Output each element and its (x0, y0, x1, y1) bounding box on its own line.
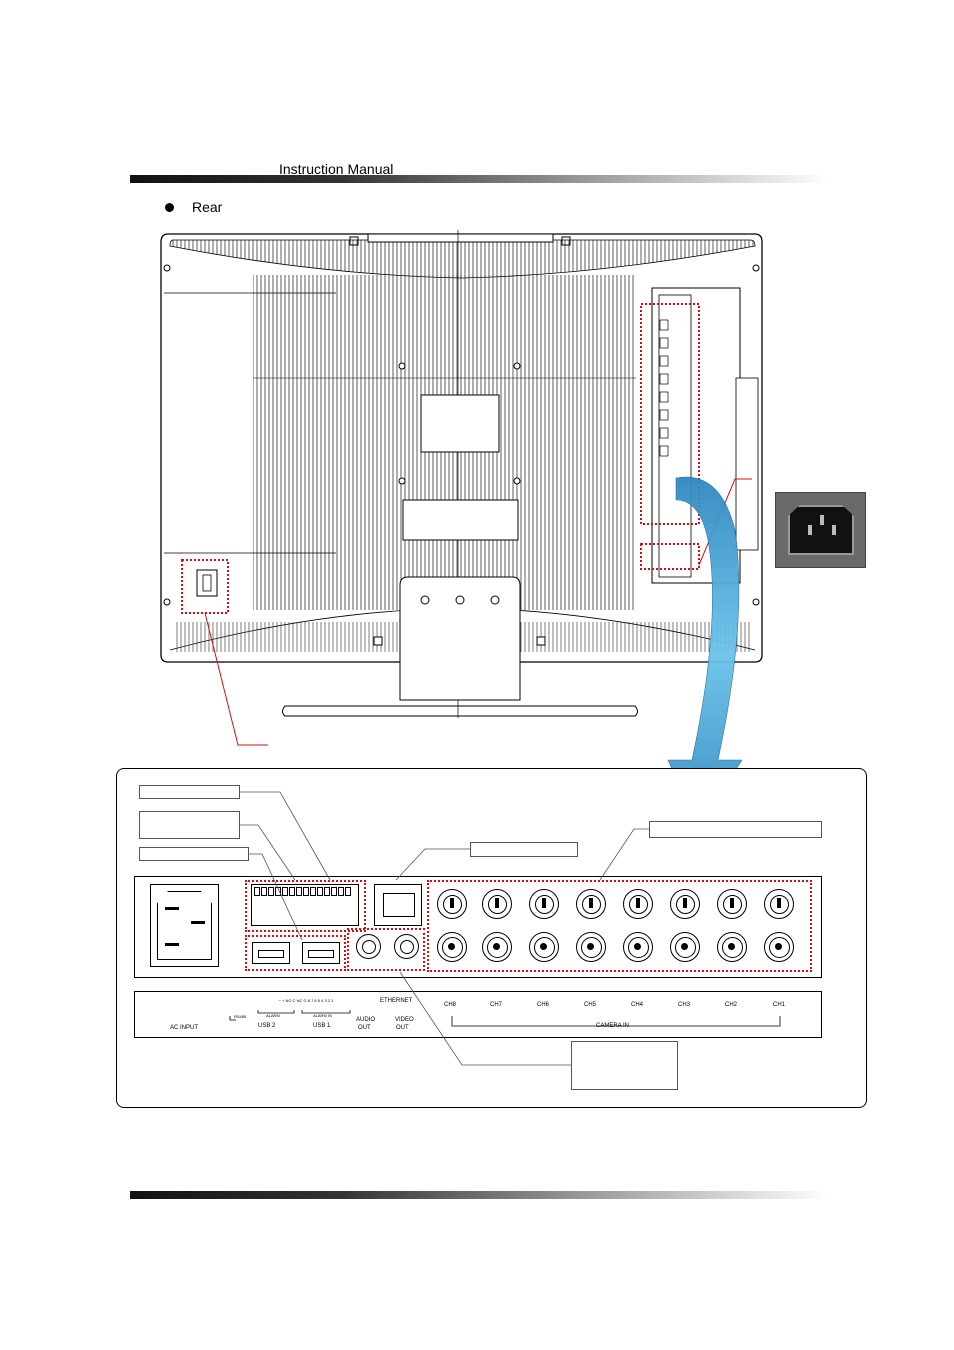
bullet-icon (165, 203, 174, 212)
callout-box-audio-video (571, 1041, 678, 1090)
alarm-in-label: ALARM IN (313, 1013, 332, 1018)
svideo-ch1[interactable] (764, 889, 794, 919)
usb1-port[interactable] (302, 942, 340, 964)
ch4-label: CH4 (631, 1002, 644, 1008)
bnc-ch1[interactable] (764, 932, 794, 962)
ch5-label: CH5 (584, 1002, 597, 1008)
callout-box-rs485 (139, 811, 240, 839)
audio-out-label-1: AUDIO (356, 1017, 376, 1023)
bnc-ch8[interactable] (437, 932, 467, 962)
svideo-ch4[interactable] (623, 889, 653, 919)
usb1-label: USB 1 (313, 1023, 331, 1029)
callout-box-usb (139, 847, 249, 861)
video-out-label-1: VIDEO (395, 1017, 414, 1023)
header-rule (130, 175, 830, 183)
ethernet-label: ETHERNET (380, 998, 413, 1004)
alarm-rs485-callout (245, 880, 366, 932)
label-strip (134, 991, 822, 1038)
bnc-ch2[interactable] (717, 932, 747, 962)
ch1-label: CH1 (773, 1002, 786, 1008)
bnc-ch3[interactable] (670, 932, 700, 962)
usb2-label: USB 2 (258, 1023, 276, 1029)
alarm-terminal-block[interactable] (251, 884, 359, 926)
section-heading: Rear (192, 199, 223, 215)
manual-title: Instruction Manual (279, 161, 394, 177)
ac-input-socket[interactable] (150, 884, 219, 967)
footer-rule (130, 1191, 830, 1199)
ch8-label: CH8 (444, 1002, 457, 1008)
video-out-jack[interactable] (394, 934, 419, 959)
callout-box-camera-in (649, 821, 822, 838)
audio-video-out-callout (347, 928, 425, 971)
callout-box-ethernet (470, 842, 578, 857)
svideo-ch8[interactable] (437, 889, 467, 919)
ch2-label: CH2 (725, 1002, 738, 1008)
alarm-label: ALARM (266, 1013, 280, 1018)
ac-input-label: AC INPUT (170, 1025, 199, 1031)
connector-strip (134, 876, 822, 978)
callout-box-alarm (139, 785, 240, 799)
audio-out-jack[interactable] (356, 934, 381, 959)
camera-in-callout (427, 880, 812, 972)
ch7-label: CH7 (490, 1002, 503, 1008)
rs485-label: RS485 (234, 1014, 247, 1019)
bnc-ch6[interactable] (529, 932, 559, 962)
ethernet-port[interactable] (374, 884, 422, 926)
video-out-label-2: OUT (396, 1025, 409, 1031)
svideo-ch2[interactable] (717, 889, 747, 919)
ac-inlet-photo (775, 492, 866, 568)
svideo-ch7[interactable] (482, 889, 512, 919)
svideo-ch3[interactable] (670, 889, 700, 919)
svideo-ch5[interactable] (576, 889, 606, 919)
usb2-port[interactable] (252, 942, 290, 964)
audio-out-label-2: OUT (358, 1025, 371, 1031)
bnc-ch5[interactable] (576, 932, 606, 962)
svideo-ch6[interactable] (529, 889, 559, 919)
bnc-ch7[interactable] (482, 932, 512, 962)
ch6-label: CH6 (537, 1002, 550, 1008)
bnc-ch4[interactable] (623, 932, 653, 962)
terminal-pin-labels: − + NO C NC G 8 7 6 5 4 3 2 1 (278, 998, 334, 1003)
ch3-label: CH3 (678, 1002, 691, 1008)
usb-callout (245, 935, 346, 971)
